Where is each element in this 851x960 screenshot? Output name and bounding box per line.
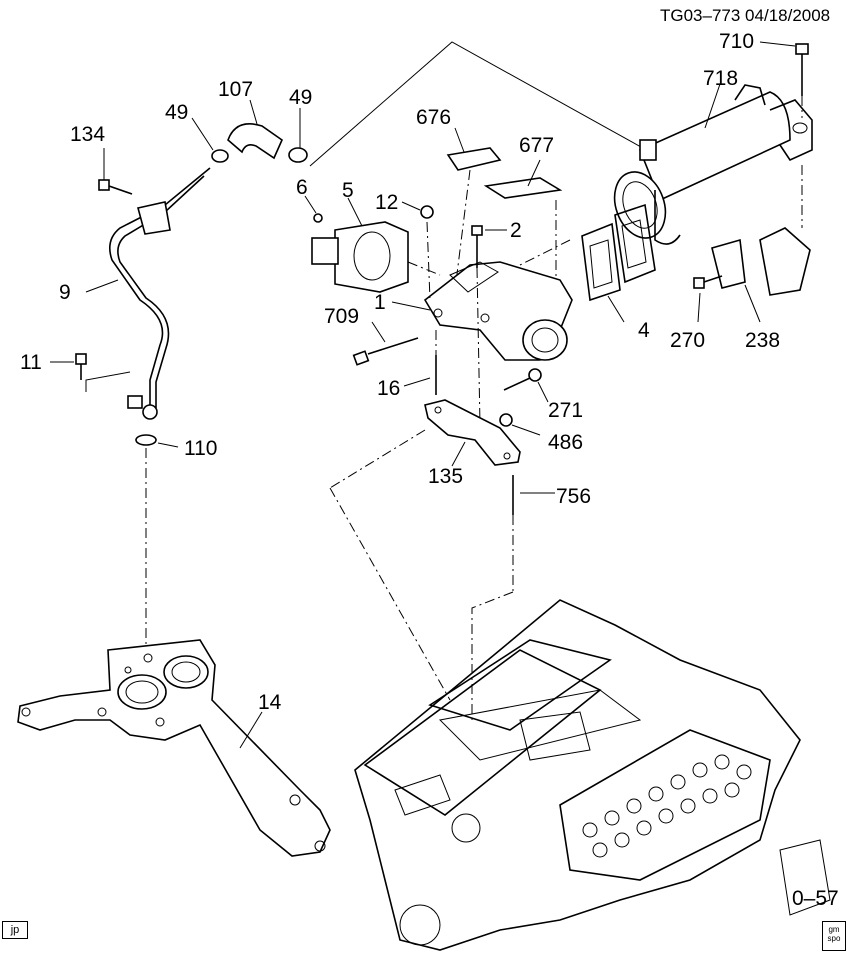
- callout-110: 110: [184, 437, 218, 460]
- callout-271: 271: [548, 399, 584, 422]
- nut-486: [499, 413, 541, 436]
- oil-tube-9: [85, 167, 211, 420]
- bolt-11: [50, 353, 131, 392]
- bolt-271: [503, 368, 549, 403]
- bolt-2: [471, 225, 507, 426]
- callout-49-right: 49: [289, 86, 313, 109]
- bracket-238: [711, 227, 811, 323]
- bolt-134: [98, 148, 133, 195]
- callout-238: 238: [745, 329, 781, 352]
- callout-486: 486: [548, 431, 584, 454]
- callout-6: 6: [296, 176, 308, 199]
- clamp-49-left: [191, 117, 229, 163]
- stud-756: [471, 475, 555, 720]
- callout-710: 710: [719, 30, 755, 53]
- callout-14: 14: [258, 691, 282, 714]
- egr-valve-5: [311, 197, 409, 293]
- callout-12: 12: [375, 191, 399, 214]
- callout-4: 4: [638, 319, 650, 342]
- callout-49-left: 49: [165, 101, 189, 124]
- callout-756: 756: [556, 485, 592, 508]
- callout-16: 16: [377, 377, 401, 400]
- callout-270: 270: [670, 329, 706, 352]
- callout-677: 677: [519, 134, 555, 157]
- drawing-reference: TG03–773 04/18/2008: [660, 6, 831, 25]
- hose-107: [227, 99, 283, 160]
- oring-110: [135, 434, 179, 650]
- clamp-49-right: [288, 108, 308, 163]
- callout-134: 134: [70, 123, 106, 146]
- callout-107: 107: [218, 78, 254, 101]
- pedestal-14: [17, 639, 331, 857]
- callout-709: 709: [324, 305, 360, 328]
- gasket-676: [446, 127, 502, 291]
- callout-1: 1: [374, 291, 386, 314]
- callout-676: 676: [416, 106, 452, 129]
- callout-11: 11: [20, 351, 42, 374]
- egr-housing-1: [391, 261, 573, 361]
- nut-12: [401, 201, 434, 301]
- bolt-709: [352, 321, 419, 366]
- callout-135: 135: [428, 465, 464, 488]
- page-number: 0–57: [792, 887, 839, 910]
- gm-spo-logo: gm spo: [822, 921, 846, 951]
- leader-clamp-to-cooler: [309, 41, 651, 167]
- footer-tag: jp: [2, 921, 28, 939]
- engine-block: [354, 599, 831, 951]
- bracket-135: [329, 399, 521, 701]
- stud-16: [403, 330, 437, 395]
- gasket-4: [519, 222, 625, 323]
- callout-9: 9: [59, 281, 71, 304]
- callout-5: 5: [342, 179, 354, 202]
- gasket-677: [483, 159, 563, 290]
- screw-6: [304, 195, 323, 223]
- bolt-270: [693, 275, 723, 323]
- callout-2: 2: [510, 219, 522, 242]
- bolt-710: [759, 41, 809, 118]
- callout-718: 718: [703, 67, 739, 90]
